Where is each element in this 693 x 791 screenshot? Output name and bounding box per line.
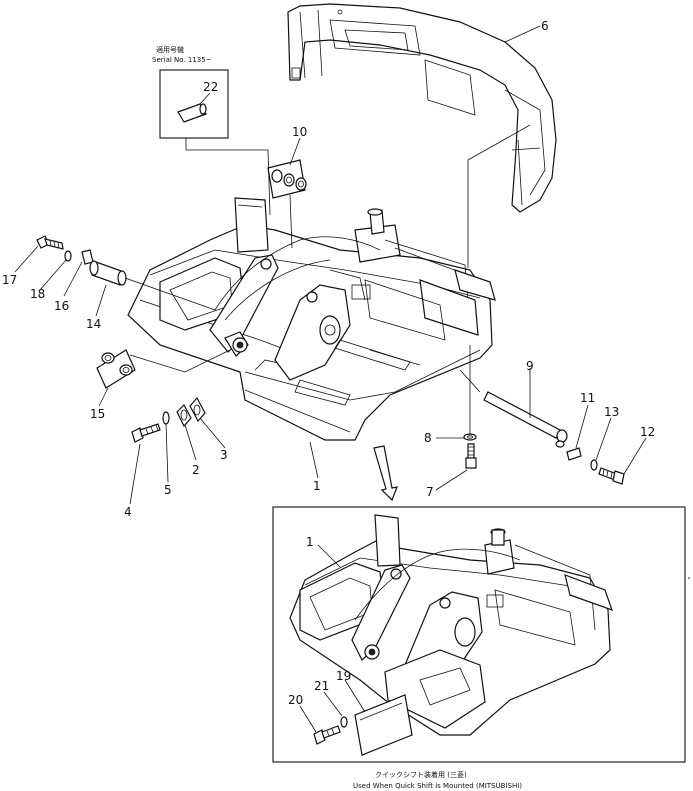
callout-7: 7 [426,485,434,499]
shim-part-10 [267,159,307,199]
inset-callout-1: 1 [306,535,314,549]
leader-lines [14,25,647,505]
callout-17: 17 [2,273,17,287]
counterweight-part-6 [287,3,557,213]
stray-dot [688,577,690,579]
callout-15: 15 [90,407,105,421]
callout-1: 1 [313,479,321,493]
down-arrow-icon [373,445,398,502]
quick-shift-inset [272,506,686,763]
callout-3: 3 [220,448,228,462]
bolt-part-7 [465,443,477,469]
serial-box [159,69,229,139]
pin-part-9 [483,391,568,448]
callout-6: 6 [541,19,549,33]
callout-2: 2 [192,463,200,477]
callout-11: 11 [580,391,595,405]
callout-9: 9 [526,359,534,373]
shim-part-3 [189,396,206,423]
callout-16: 16 [54,299,69,313]
washer-part-13 [590,459,598,471]
caption-jp: クイックシフト装着用 (三菱) [375,770,467,779]
inset-plate-part-19 [354,694,413,756]
callout-14: 14 [86,317,101,331]
pin-part-22 [177,103,207,123]
callout-22: 22 [203,80,218,94]
caption: クイックシフト装着用 (三菱) Used When Quick Shift is… [353,770,522,790]
bolt-part-12 [598,467,625,485]
inset-box [272,506,686,763]
pin-part-14 [89,260,127,286]
callout-10: 10 [292,125,307,139]
washer-part-5 [162,411,170,425]
inset-frame-part-1 [289,514,613,736]
serial-no-text: Serial No. 1135~ [152,56,212,64]
callout-12: 12 [640,425,655,439]
bolt-part-17 [36,235,64,250]
plate-part-11 [566,447,582,461]
serial-inset: 適用号機 Serial No. 1135~ [152,45,229,139]
revolving-frame-part-1 [127,197,496,441]
caption-en: Used When Quick Shift is Mounted (MITSUB… [353,782,522,790]
callout-21: 21 [314,679,329,693]
serial-jp-text: 適用号機 [156,45,184,54]
plate-part-15 [96,349,136,389]
inset-bolt-part-20 [313,725,341,745]
callout-8: 8 [424,431,432,445]
callout-4: 4 [124,505,132,519]
callout-labels: 1 2 3 4 5 6 7 8 9 10 11 12 13 14 15 16 1… [2,19,655,707]
inset-washer-part-21 [340,716,348,728]
callout-5: 5 [164,483,172,497]
callout-20: 20 [288,693,303,707]
shim-part-2 [176,404,192,428]
callout-19: 19 [336,669,351,683]
washer-part-18 [64,250,72,262]
callout-13: 13 [604,405,619,419]
bolt-part-4 [131,423,161,443]
callout-18: 18 [30,287,45,301]
